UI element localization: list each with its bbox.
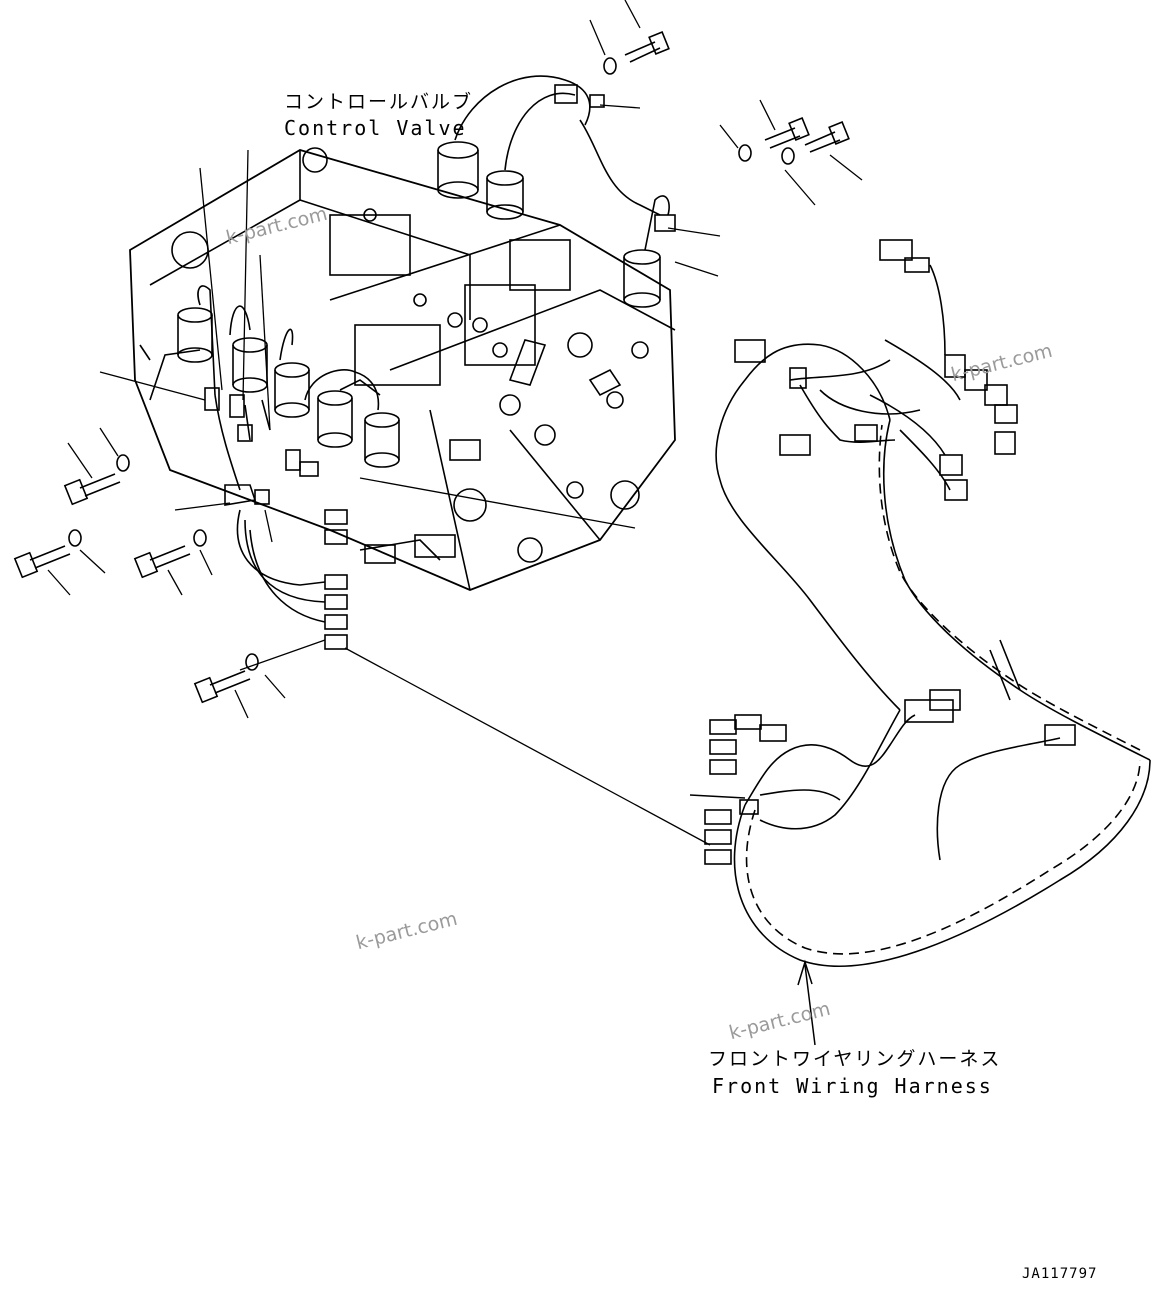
harness-label-jp: フロントワイヤリングハーネス (708, 1048, 1002, 1070)
harness-label-en: Front Wiring Harness (712, 1074, 993, 1098)
washers (68, 57, 795, 671)
bolts (13, 30, 850, 704)
solenoids (177, 141, 661, 468)
bolt-top-1 (624, 30, 670, 63)
control-valve (129, 147, 676, 591)
bolt-top-2 (764, 116, 810, 149)
control-valve-label-jp: コントロールバルブ (284, 91, 474, 113)
valve-connectors (236, 509, 456, 650)
bolt-left-1 (63, 473, 121, 506)
clamps (204, 84, 676, 506)
control-valve-label-en: Control Valve (284, 116, 467, 140)
bolt-left-2 (13, 545, 71, 579)
bolt-top-3 (804, 120, 850, 153)
leader-lines (47, 0, 863, 1046)
front-wiring-harness (689, 239, 1151, 968)
bolt-left-3 (133, 545, 191, 579)
bolt-bottom (193, 670, 251, 704)
drawing-code: JA117797 (1022, 1266, 1098, 1282)
